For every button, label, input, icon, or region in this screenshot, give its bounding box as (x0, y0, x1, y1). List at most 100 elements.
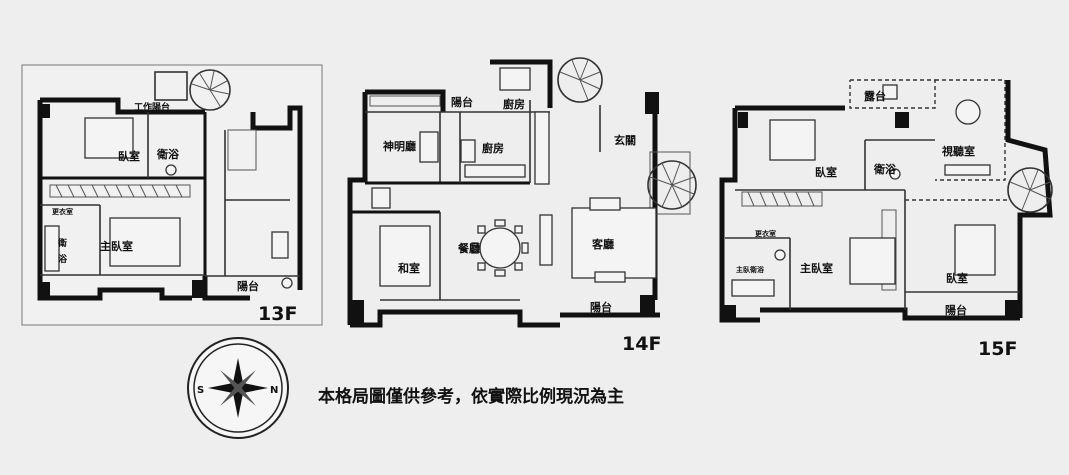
plan-14f-wall (350, 309, 560, 328)
plan-15f-column (722, 305, 736, 320)
plan-14f-stair-well (649, 151, 691, 215)
plan-14f-label-entrance: 玄關 (614, 133, 636, 147)
plan-14f-armchair (589, 197, 621, 211)
compass-rose: N S (187, 337, 289, 439)
plan-14f-label-balcony-top: 陽台 (451, 95, 473, 109)
plan-13f-toilet (165, 164, 177, 176)
plan-15f-toilet (774, 249, 786, 261)
plan-15f-label-bedroom-a: 臥室 (815, 165, 837, 179)
plan-14f: 陽台 廚房 神明廳 廚房 玄關 餐廳 客廳 和室 陽台 14F (347, 57, 697, 355)
disclaimer-text: 本格局圖僅供參考，依實際比例現況為主 (318, 386, 624, 407)
plan-15f-bed-b (954, 224, 996, 276)
plan-13f-label-dressing: 更衣室 (52, 207, 73, 216)
plan-15f-label-bathroom: 衛浴 (873, 162, 897, 176)
plan-15f-master-bed (849, 237, 896, 285)
compass-s-label: S (197, 385, 204, 396)
plan-13f-stair-treads (191, 70, 230, 107)
plan-13f-drain (281, 277, 293, 289)
plan-14f-wall (490, 59, 553, 108)
plan-15f-closet (741, 191, 823, 207)
plan-14f-dining-table (479, 227, 521, 269)
plan-13f-stair-box (154, 71, 188, 101)
plan-14f-column (640, 295, 655, 315)
plan-15f-planter (882, 84, 898, 100)
plan-15f-label-dressing: 更衣室 (755, 229, 776, 238)
plan-13f-label-bathroom: 衛浴 (156, 147, 180, 161)
plan-14f-wall (365, 89, 446, 112)
plan-14f-tatami-platform (379, 225, 431, 287)
plan-15f-toilet (889, 168, 901, 180)
plan-15f: 露台 視聽室 臥室 衛浴 更衣室 主臥衛浴 主臥室 臥室 陽台 15F (719, 79, 1053, 360)
plan-13f-bed (84, 117, 134, 159)
plan-14f-column (350, 300, 364, 325)
plan-15f-label-av-room: 視聽室 (941, 144, 975, 158)
plan-14f-stove (499, 67, 531, 91)
plan-15f-column (895, 112, 909, 128)
plan-14f-column (645, 92, 659, 114)
plan-13f-frame (21, 64, 323, 326)
plan-14f-label-balcony-bottom: 陽台 (590, 300, 612, 314)
plan-14f-sideboard (539, 214, 553, 266)
plan-14f-stair-treads (559, 59, 601, 101)
plan-13f-column (192, 280, 205, 298)
plan-13f-label-bedroom: 臥室 (118, 149, 140, 163)
plan-15f-label-terrace: 露台 (864, 89, 886, 103)
plan-13f: 工作陽台 臥室 衛浴 更衣室 衛 浴 主臥室 陽台 13F (21, 64, 323, 326)
plan-13f-label-master: 主臥室 (100, 239, 133, 253)
plan-15f-label-bedroom-b: 臥室 (946, 271, 968, 285)
plan-13f-label-balcony: 陽台 (237, 279, 259, 293)
plan-15f-label-balcony: 陽台 (945, 303, 967, 317)
plan-13f-label-bath-a: 衛 (57, 237, 67, 249)
plan-15f-column (1005, 300, 1020, 318)
plan-15f-terrace-boundary (849, 79, 936, 109)
plan-14f-stair-treads (649, 162, 695, 208)
plan-13f-floor-label: 13F (258, 303, 297, 325)
compass-n-label: N (270, 385, 278, 396)
plan-14f-dining-chairs (471, 219, 529, 277)
plan-13f-spiral-stair (189, 69, 231, 111)
plan-14f-sink (460, 139, 476, 163)
plan-14f-label-living: 客廳 (591, 237, 614, 251)
plan-14f-balcony-rail (369, 95, 441, 107)
plan-13f-closet-hatch (55, 184, 183, 198)
plan-13f-wall (40, 97, 205, 115)
plan-13f-column (42, 104, 50, 118)
plan-14f-label-tatami: 和室 (398, 261, 420, 275)
plan-15f-stair-treads (1009, 169, 1051, 211)
plan-15f-av-table (955, 99, 981, 125)
plan-14f-fixture (371, 187, 391, 209)
plan-13f-fixture (227, 129, 257, 171)
plan-14f-spiral-stair-top (557, 57, 603, 103)
plan-15f-bed-a (769, 119, 816, 161)
plan-15f-wall (760, 307, 1020, 321)
compass-star-icon (220, 370, 256, 406)
plan-15f-label-master-bath: 主臥衛浴 (736, 265, 765, 274)
plan-15f-label-master: 主臥室 (800, 261, 833, 275)
plan-13f-master-bed (109, 217, 181, 267)
compass-inner-ring (193, 343, 283, 433)
plan-14f-label-kitchen: 廚房 (482, 141, 504, 155)
plan-14f-label-kitchen-top: 廚房 (503, 97, 525, 111)
plan-15f-bathtub (731, 279, 775, 297)
plan-13f-bathtub (44, 225, 60, 272)
plan-15f-spiral-stair (1007, 167, 1053, 213)
plan-15f-closet-hatch (747, 191, 815, 207)
plan-14f-label-dining: 餐廳 (457, 241, 480, 255)
plan-15f-av-boundary (935, 79, 1006, 181)
plan-13f-wall (250, 105, 303, 290)
plan-14f-tv-console (594, 271, 626, 283)
plan-14f-wall (347, 92, 368, 325)
plan-14f-counter (464, 164, 526, 178)
plan-13f-closet (49, 184, 191, 198)
plan-14f-floor-label: 14F (622, 333, 661, 355)
plan-14f-shrine-table (419, 131, 439, 163)
plan-15f-floor-label: 15F (978, 338, 1017, 360)
plan-13f-column (40, 282, 50, 298)
plan-15f-wall (1005, 80, 1053, 318)
plan-14f-sofa-set (571, 207, 657, 279)
plan-15f-column (738, 112, 748, 128)
plan-13f-label-bath-b: 浴 (58, 253, 68, 265)
plan-13f-label-work-balcony: 工作陽台 (134, 101, 170, 113)
